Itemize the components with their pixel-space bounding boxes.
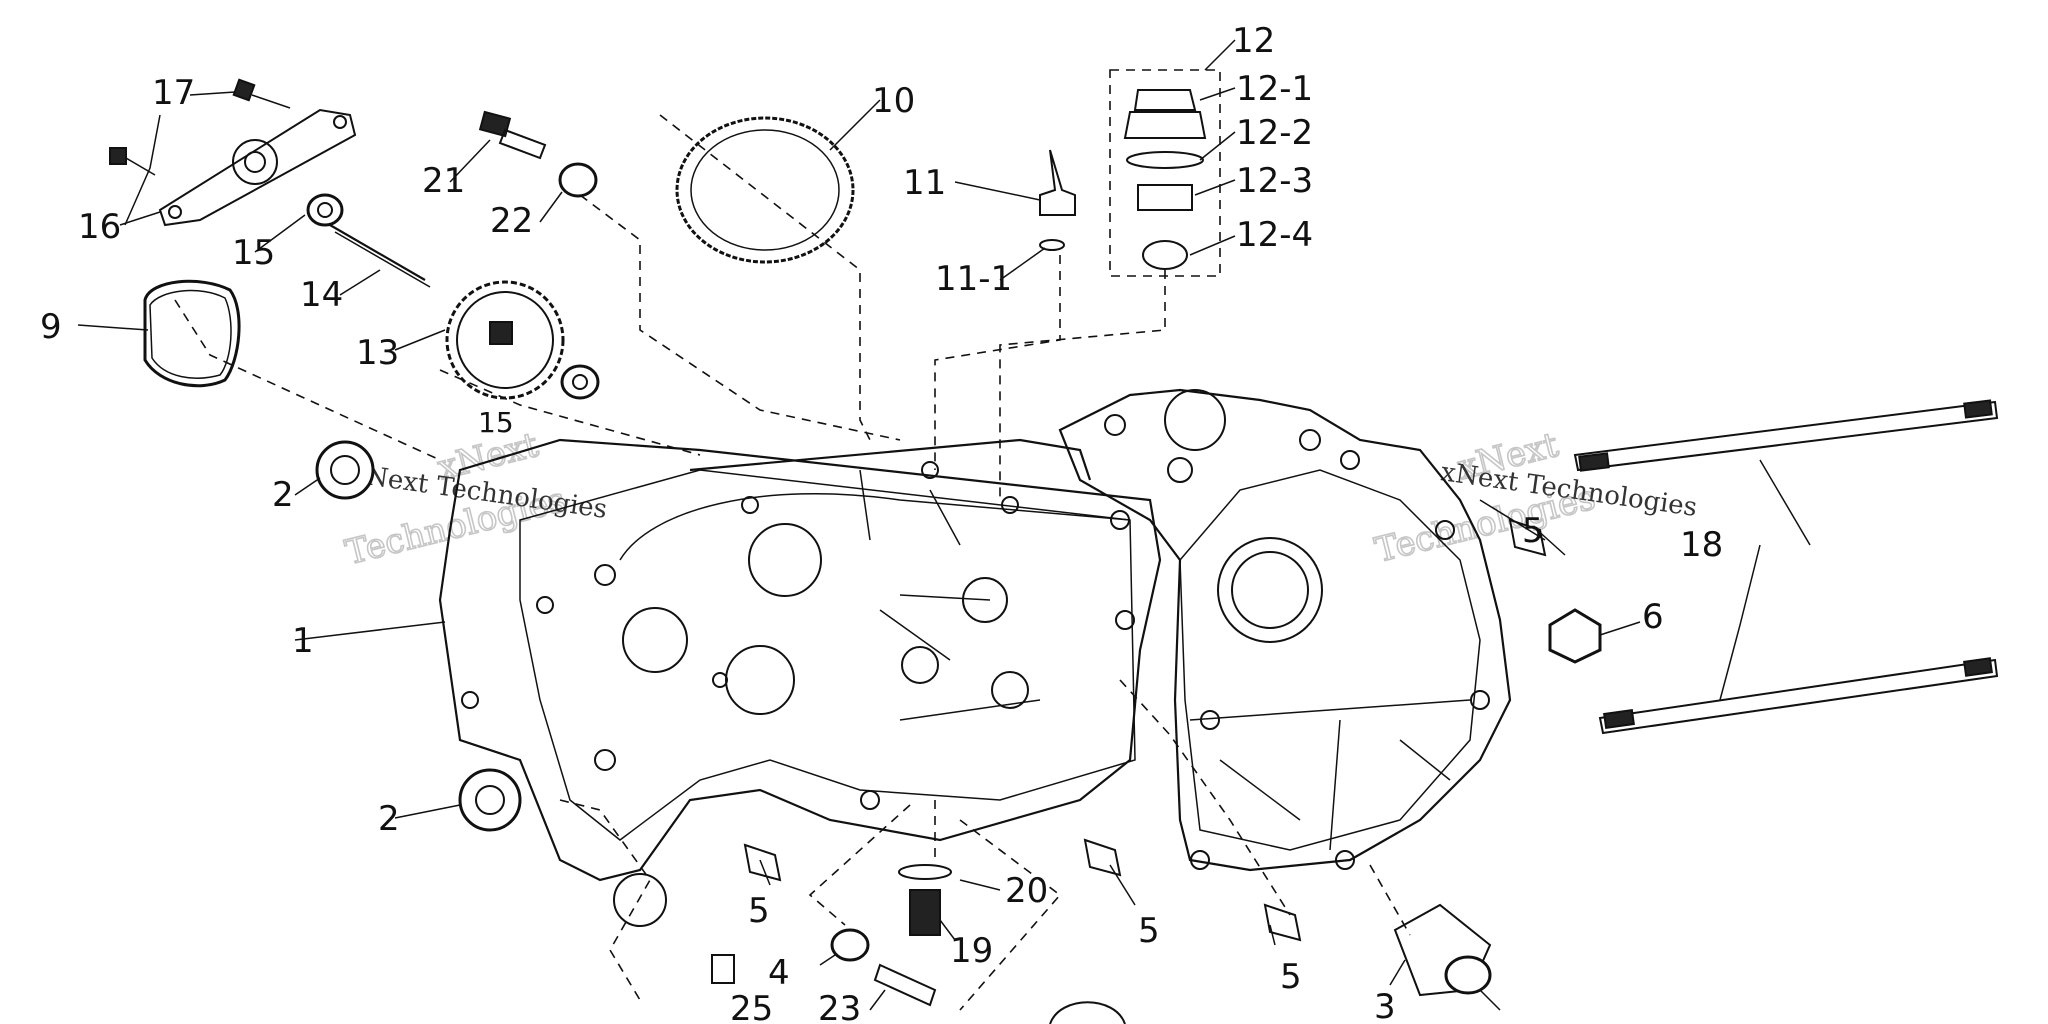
callout-23: 23 <box>818 989 861 1024</box>
part-5-dowel-c <box>1263 903 1302 942</box>
callout-15-upper: 15 <box>232 233 275 273</box>
crankcase-left-half <box>438 438 1162 927</box>
callout-2-upper: 2 <box>272 475 294 515</box>
part-10-gasket <box>675 116 855 264</box>
callout-16: 16 <box>78 207 121 247</box>
callout-22: 22 <box>490 201 533 241</box>
part-lower-cover-edge <box>1049 1001 1126 1024</box>
callout-11: 11 <box>903 163 946 203</box>
callout-12-4: 12-4 <box>1236 215 1313 255</box>
callout-12-3: 12-3 <box>1236 161 1313 201</box>
part-11-plug <box>1039 149 1076 251</box>
part-5-dowel-d <box>1508 518 1547 557</box>
part-6-nut <box>1548 608 1602 664</box>
callout-2-lower: 2 <box>378 799 400 839</box>
part-14-shaft <box>329 224 426 281</box>
part-5-dowel-a <box>743 843 782 882</box>
callout-9: 9 <box>40 307 62 347</box>
part-19-bolt <box>909 889 941 936</box>
callout-5-right: 5 <box>1522 511 1544 551</box>
part-5-dowel-b <box>1083 838 1122 877</box>
part-16-plate <box>158 108 357 227</box>
part-12-assembly <box>1109 69 1221 277</box>
part-17-bolts <box>109 78 291 176</box>
callout-12-2: 12-2 <box>1236 113 1313 153</box>
part-2-seal-upper <box>315 440 375 500</box>
part-2-seal-lower <box>458 768 522 832</box>
part-18-studs <box>1573 399 1999 735</box>
callout-25: 25 <box>730 989 773 1024</box>
callout-11-1: 11-1 <box>935 259 1012 299</box>
callout-5-c: 5 <box>1280 957 1302 997</box>
part-23-switch <box>873 963 937 1007</box>
part-15-washer-hole <box>317 202 333 218</box>
callout-1: 1 <box>292 621 314 661</box>
part-15-washer <box>306 193 344 227</box>
callout-14: 14 <box>300 275 343 315</box>
callout-3: 3 <box>1374 987 1396 1024</box>
part-15-washer-lower-hole <box>572 374 588 390</box>
callout-5-a: 5 <box>748 891 770 931</box>
callout-21: 21 <box>422 161 465 201</box>
crankcase-right-half <box>1058 388 1512 872</box>
part-3-sleeve <box>1393 903 1492 997</box>
callout-4: 4 <box>768 953 790 993</box>
callout-12: 12 <box>1232 21 1275 61</box>
callout-15-lower: 15 <box>478 406 514 439</box>
part-15-washer-lower <box>560 364 600 400</box>
part-20-washer <box>898 864 952 880</box>
leader-lines <box>77 39 1811 1011</box>
callout-labels: 17 16 15 14 13 9 21 22 10 11 11-1 12 12-… <box>40 21 1723 1024</box>
part-13-gear <box>445 280 565 400</box>
part-9-gasket <box>143 279 241 388</box>
callout-17: 17 <box>152 73 195 113</box>
part-25-cap <box>711 954 735 984</box>
callout-13: 13 <box>356 333 399 373</box>
callout-20: 20 <box>1005 871 1048 911</box>
callout-19: 19 <box>950 931 993 971</box>
part-21-sensor <box>478 110 547 160</box>
callout-18: 18 <box>1680 525 1723 565</box>
callout-10: 10 <box>872 81 915 121</box>
callout-6: 6 <box>1642 597 1664 637</box>
callout-12-1: 12-1 <box>1236 69 1313 109</box>
part-4-washer <box>830 928 870 962</box>
part-22-washer <box>558 162 598 198</box>
callout-5-b: 5 <box>1138 911 1160 951</box>
